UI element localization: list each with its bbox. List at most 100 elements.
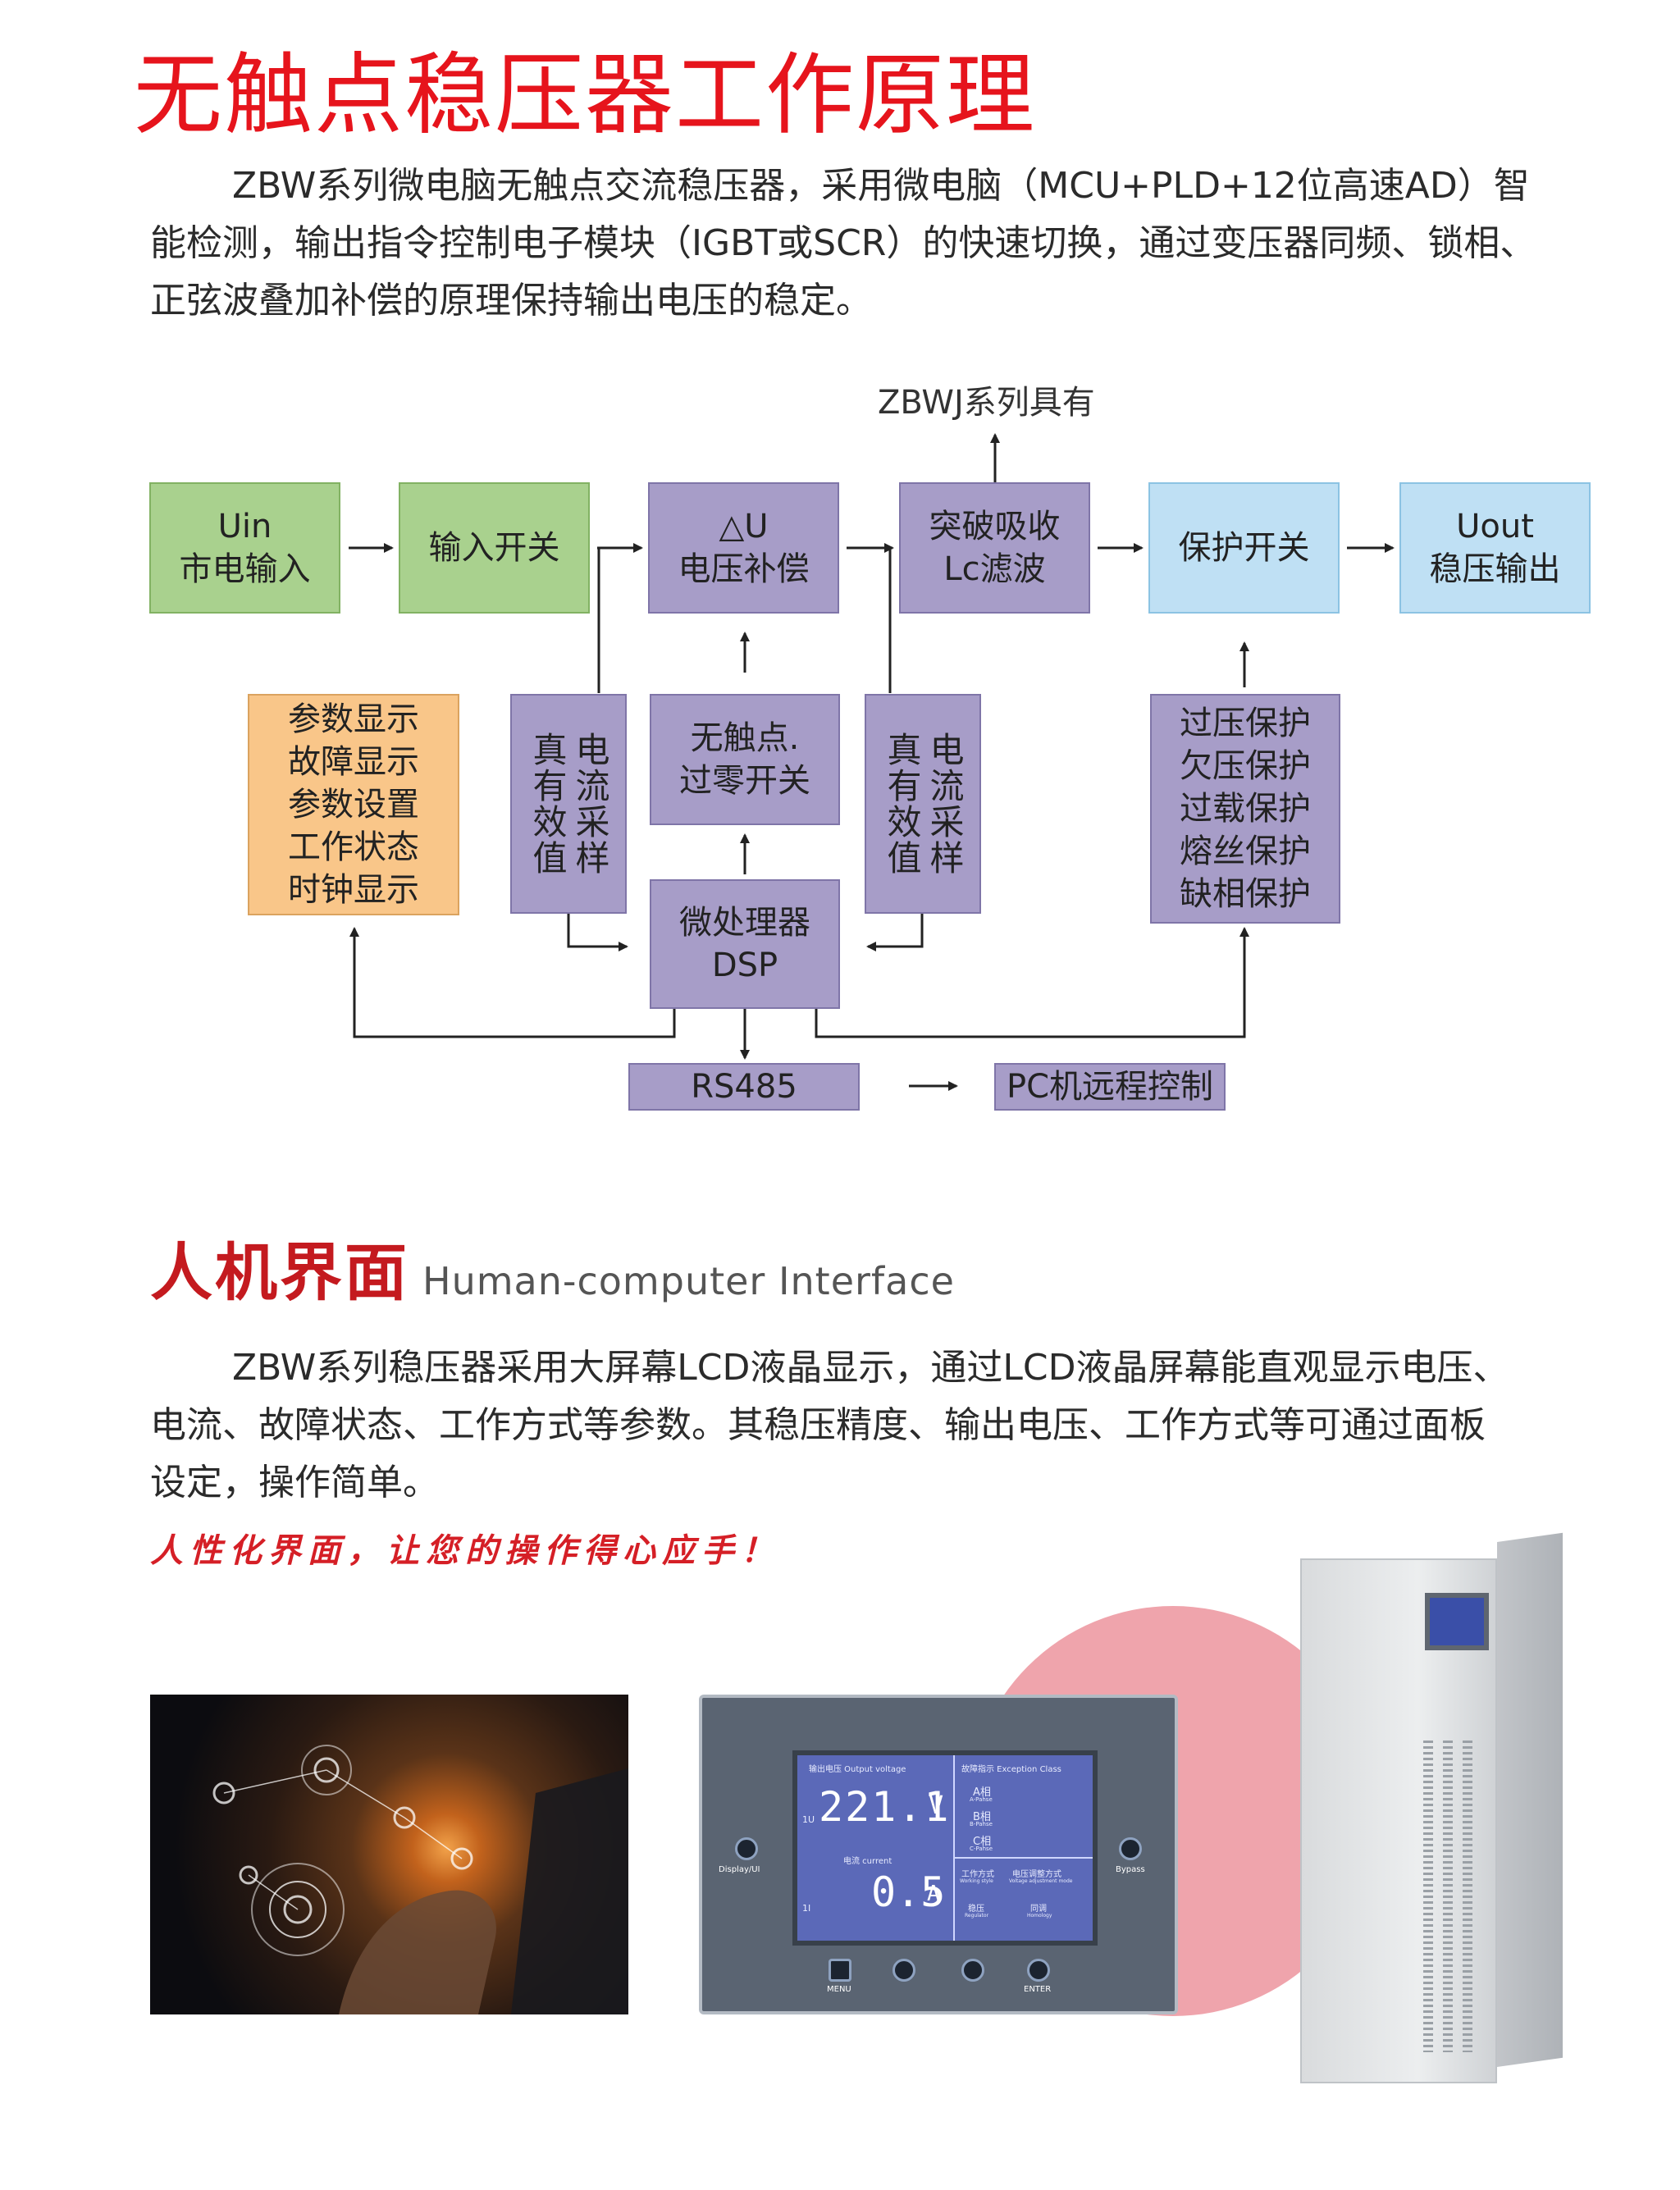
protection-item: 欠压保护 xyxy=(1180,747,1311,785)
lcd-screen: 输出电压 Output voltage 故障指示 Exception Class… xyxy=(792,1750,1098,1946)
lcd-divider xyxy=(953,1755,955,1941)
lcd-output-voltage-label: 输出电压 Output voltage xyxy=(809,1765,906,1774)
lcd-current-value: 0.5 xyxy=(871,1868,946,1916)
lcd-phase-b-en: B-Pahse xyxy=(970,1821,993,1827)
box-current-sampling-left: 电流采样 真有效值 xyxy=(510,694,627,914)
cabinet-side xyxy=(1497,1532,1563,2067)
arrow-dsp-to-display xyxy=(349,927,676,1038)
box-deltau-line1: △U xyxy=(719,508,769,545)
box-voltage-compensation: △U 电压补偿 xyxy=(648,482,839,614)
box-protection-list: 过压保护 欠压保护 过载保护 熔丝保护 缺相保护 xyxy=(1150,694,1340,924)
display-item: 参数设置 xyxy=(288,786,419,824)
cabinet-vent xyxy=(1463,1741,1472,2052)
tech-photo-graphic xyxy=(212,1745,628,2014)
box-dsp-line2: DSP xyxy=(711,947,778,984)
section-title-principle: 无触点稳压器工作原理 xyxy=(134,44,1037,147)
menu-button[interactable] xyxy=(829,1959,851,1982)
box-zero-switch: 无触点. 过零开关 xyxy=(650,694,840,825)
bypass-label: Bypass xyxy=(1116,1865,1145,1874)
display-ui-label: Display/UI xyxy=(719,1865,760,1874)
lcd-phase-c-en: C-Pahse xyxy=(970,1846,993,1852)
protection-item: 过载保护 xyxy=(1180,790,1311,828)
paragraph-line: ZBW系列稳压器采用大屏幕LCD液晶显示，通过LCD液晶屏幕能直观显示电压、 xyxy=(232,1347,1509,1389)
lcd-sync-en: Homology xyxy=(1027,1913,1052,1919)
lcd-phase-a: A相 xyxy=(973,1786,991,1799)
box-dsp-line1: 微处理器 xyxy=(679,904,810,942)
vertical-label: 电流采样 xyxy=(924,732,965,876)
cabinet-front xyxy=(1300,1558,1497,2083)
section-title-hmi-en: Human-computer Interface xyxy=(422,1259,955,1303)
box-current-sampling-right: 电流采样 真有效值 xyxy=(865,694,981,914)
box-absorb-line1: 突破吸收 xyxy=(929,508,1061,545)
stabilizer-cabinet xyxy=(1300,1532,1563,2083)
lcd-phase-c: C相 xyxy=(973,1836,992,1848)
lcd-stabilize: 稳压 xyxy=(968,1905,984,1914)
box-protect-switch-label: 保护开关 xyxy=(1178,529,1310,567)
left-arrow-button[interactable] xyxy=(892,1959,915,1982)
box-zero-line1: 无触点. xyxy=(690,719,800,757)
lcd-current-unit: A xyxy=(927,1882,940,1906)
box-uin-line2: 市电输入 xyxy=(179,550,311,588)
box-uout-line2: 稳压输出 xyxy=(1429,550,1561,588)
lcd-stabilize-en: Regulator xyxy=(965,1913,989,1919)
paragraph-line: 能检测，输出指令控制电子模块（IGBT或SCR）的快速切换，通过变压器同频、锁相… xyxy=(150,222,1536,264)
box-input-switch-label: 输入开关 xyxy=(428,529,560,567)
enter-button[interactable] xyxy=(1027,1959,1050,1982)
bypass-button[interactable] xyxy=(1119,1837,1142,1860)
menu-label: MENU xyxy=(827,1985,851,1994)
box-pc-remote: PC机远程控制 xyxy=(994,1063,1226,1111)
cabinet-vent xyxy=(1423,1741,1433,2052)
lcd-i-marker: 1I xyxy=(802,1903,811,1914)
cabinet-lcd xyxy=(1425,1593,1489,1650)
arrow-rightsample-to-dsp xyxy=(866,912,924,951)
vertical-label: 电流采样 xyxy=(570,732,610,876)
box-dsp: 微处理器 DSP xyxy=(650,879,840,1009)
protection-item: 熔丝保护 xyxy=(1180,833,1311,870)
control-panel: 输出电压 Output voltage 故障指示 Exception Class… xyxy=(699,1695,1178,2014)
box-uout: Uout 稳压输出 xyxy=(1399,482,1591,614)
section-title-hmi-cn: 人机界面 xyxy=(150,1236,409,1309)
box-pc-label: PC机远程控制 xyxy=(1006,1068,1214,1106)
lcd-adjust-mode: 电压调整方式 xyxy=(1012,1870,1061,1879)
enter-label: ENTER xyxy=(1024,1985,1052,1994)
lcd-adjust-mode-en: Voltage adjustment mode xyxy=(1009,1878,1073,1884)
box-input-switch: 输入开关 xyxy=(399,482,590,614)
protection-item: 缺相保护 xyxy=(1180,875,1311,913)
section-title-hmi: 人机界面 Human-computer Interface xyxy=(150,1222,955,1312)
vertical-label: 真有效值 xyxy=(882,732,922,876)
box-absorb-line2: Lc滤波 xyxy=(943,550,1046,588)
box-protect-switch: 保护开关 xyxy=(1148,482,1340,614)
slogan: 人性化界面，让您的操作得心应手！ xyxy=(150,1531,780,1570)
protection-item: 过压保护 xyxy=(1180,705,1311,742)
box-deltau-line2: 电压补偿 xyxy=(678,550,810,588)
lcd-work-mode-en: Working style xyxy=(960,1878,993,1884)
paragraph-line: 正弦波叠加补偿的原理保持输出电压的稳定。 xyxy=(150,280,872,322)
diagram-top-note: ZBWJ系列具有 xyxy=(878,384,1095,422)
lcd-phase-b: B相 xyxy=(973,1811,991,1823)
box-uin: Uin 市电输入 xyxy=(149,482,340,614)
display-item: 时钟显示 xyxy=(288,871,419,909)
display-item: 参数显示 xyxy=(288,700,419,738)
lcd-sync: 同调 xyxy=(1030,1905,1047,1914)
box-zero-line2: 过零开关 xyxy=(679,762,810,800)
lcd-voltage-value: 221.1 xyxy=(819,1783,951,1831)
lcd-voltage-unit: V xyxy=(929,1791,944,1820)
box-absorb-filter: 突破吸收 Lc滤波 xyxy=(899,482,1090,614)
hmi-paragraph: ZBW系列稳压器采用大屏幕LCD液晶显示，通过LCD液晶屏幕能直观显示电压、 电… xyxy=(150,1339,1627,1512)
lcd-work-mode: 工作方式 xyxy=(961,1870,994,1879)
lcd-divider xyxy=(955,1857,1093,1859)
tech-hand-photo xyxy=(150,1695,628,2014)
box-rs485: RS485 xyxy=(628,1063,860,1111)
lcd-current-label: 电流 current xyxy=(843,1857,892,1866)
paragraph-line: 设定，操作简单。 xyxy=(150,1462,439,1503)
paragraph-line: 电流、故障状态、工作方式等参数。其稳压精度、输出电压、工作方式等可通过面板 xyxy=(150,1404,1486,1446)
display-ui-button[interactable] xyxy=(735,1837,758,1860)
lcd-exception-label: 故障指示 Exception Class xyxy=(961,1765,1061,1774)
lcd-u-marker: 1U xyxy=(802,1814,815,1825)
lcd-phase-a-en: A-Pahse xyxy=(970,1796,993,1803)
box-uout-line1: Uout xyxy=(1456,508,1534,545)
box-uin-line1: Uin xyxy=(217,508,272,545)
box-rs485-label: RS485 xyxy=(691,1068,797,1106)
right-arrow-button[interactable] xyxy=(961,1959,984,1982)
principle-paragraph: ZBW系列微电脑无触点交流稳压器，采用微电脑（MCU+PLD+12位高速AD）智… xyxy=(150,157,1627,330)
